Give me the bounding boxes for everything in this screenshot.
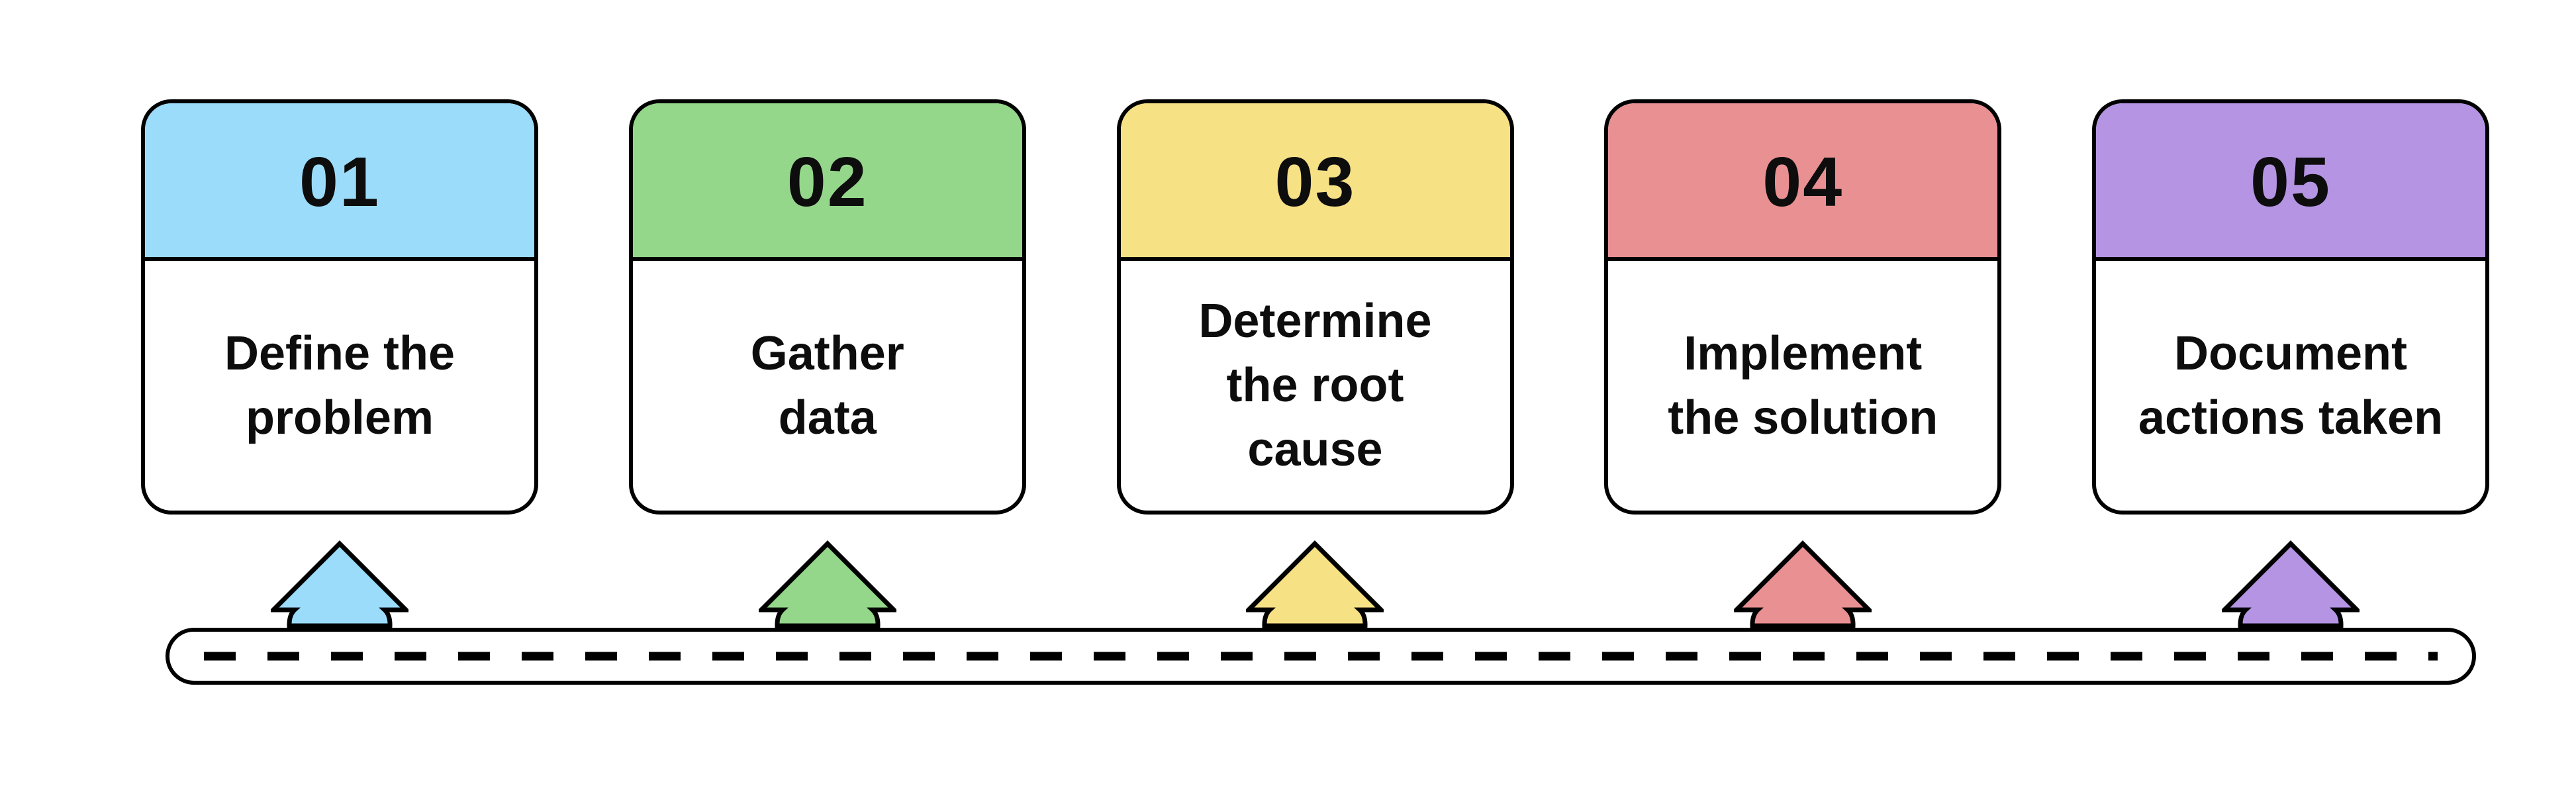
step-label: Gather data [750,326,904,444]
step-card-1-header: 01 [145,103,534,261]
step-card-3-header: 03 [1120,103,1510,261]
steps-row: 01 Define the problem 02 Gather data 03 … [141,99,2489,515]
step-card-3-body: Determine the root cause [1121,261,1510,511]
step-card-5-body: Document actions taken [2096,261,2485,511]
step-number: 03 [1274,143,1356,221]
step-card-2: 02 Gather data [628,99,1026,515]
step-card-4: 04 Implement the solution [1604,99,2002,515]
step-card-5: 05 Document actions taken [2092,99,2489,515]
step-label: Implement the solution [1668,326,1938,444]
step-card-3: 03 Determine the root cause [1116,99,1514,515]
up-arrow-icon-3 [1246,540,1384,628]
up-arrow-icon-5 [2222,540,2360,628]
road-dash-line [204,652,2438,661]
step-label: Document actions taken [2138,326,2444,444]
step-card-1-body: Define the problem [145,261,534,511]
up-arrow-icon-4 [1734,540,1872,628]
step-card-2-header: 02 [632,103,1022,261]
step-label: Define the problem [224,326,455,444]
step-number: 05 [2250,143,2331,221]
timeline-road [166,628,2476,685]
step-card-4-header: 04 [1608,103,1998,261]
step-number: 02 [787,143,868,221]
step-label: Determine the root cause [1198,295,1432,476]
step-number: 04 [1762,143,1844,221]
step-card-2-body: Gather data [633,261,1022,511]
step-card-1: 01 Define the problem [141,99,538,515]
step-card-4-body: Implement the solution [1608,261,1997,511]
up-arrow-icon-2 [759,540,896,628]
up-arrow-icon-1 [271,540,408,628]
step-number: 01 [299,143,380,221]
step-card-5-header: 05 [2096,103,2485,261]
